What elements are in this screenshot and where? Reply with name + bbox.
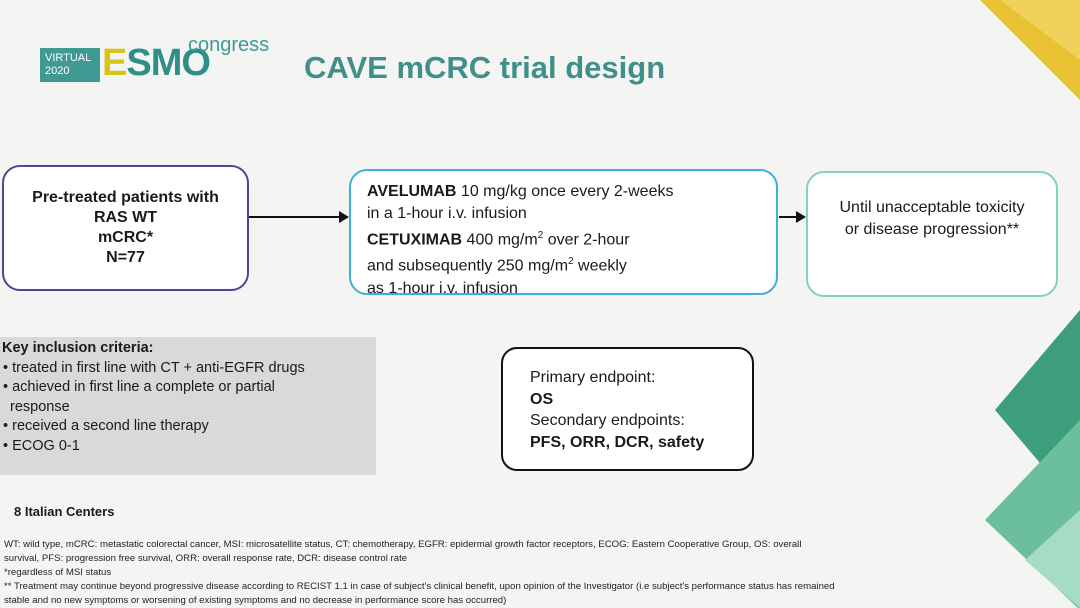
footnote-line: WT: wild type, mCRC: metastatic colorect…	[4, 539, 802, 550]
logo-esmo-text: ESMO	[102, 42, 211, 85]
primary-endpoint-value: OS	[530, 390, 554, 408]
inclusion-criteria-list: • treated in first line with CT + anti-E…	[2, 359, 376, 457]
outcome-box: Until unacceptable toxicity or disease p…	[806, 171, 1058, 297]
inclusion-criteria-panel: Key inclusion criteria: • treated in fir…	[0, 337, 376, 475]
outcome-line: Until unacceptable toxicity	[839, 199, 1025, 216]
footnote-line: stable and no new symptoms or worsening …	[4, 595, 507, 606]
drug2-duration: over 2-hour	[543, 231, 630, 249]
centers-note: 8 Italian Centers	[14, 504, 115, 519]
esmo-virtual-congress-logo: VIRTUAL 2020 ESMO congress	[40, 34, 269, 86]
treatment-line-5: as 1-hour i.v. infusion	[367, 279, 518, 297]
footnote-line: *regardless of MSI status	[4, 567, 112, 578]
superscript: 2	[568, 256, 574, 268]
logo-esmo-rest: SMO	[126, 42, 211, 84]
arrow-population-to-treatment	[249, 211, 349, 223]
secondary-endpoints-label: Secondary endpoints:	[530, 412, 685, 429]
criteria-text: achieved in first line a complete or par…	[10, 379, 275, 415]
treatment-line-3: CETUXIMAB 400 mg/m2 over 2-hour	[367, 225, 776, 251]
outcome-line: or disease progression**	[844, 221, 1020, 238]
population-line: RAS WT	[93, 209, 158, 226]
population-box: Pre-treated patients with RAS WT mCRC* N…	[2, 165, 249, 291]
primary-endpoint-label: Primary endpoint:	[530, 369, 656, 386]
criteria-text: ECOG 0-1	[12, 437, 80, 454]
drug1-name: AVELUMAB	[367, 183, 457, 200]
footnotes: WT: wild type, mCRC: metastatic colorect…	[4, 538, 1074, 608]
arrow-treatment-to-outcome	[779, 211, 806, 223]
criteria-item: • ECOG 0-1	[3, 437, 80, 454]
drug1-dose: 10 mg/kg once every 2-weeks	[456, 183, 674, 200]
endpoints-box: Primary endpoint: OS Secondary endpoints…	[501, 347, 754, 471]
maintenance-frequency: weekly	[573, 257, 627, 275]
treatment-line-4: and subsequently 250 mg/m2 weekly	[367, 251, 776, 277]
criteria-text: received a second line therapy	[12, 418, 209, 434]
criteria-item: • received a second line therapy	[3, 418, 209, 434]
criteria-item: • achieved in first line a complete or p…	[3, 379, 275, 415]
corner-decoration-bottom	[985, 310, 1080, 608]
population-line: Pre-treated patients with	[32, 189, 219, 206]
treatment-line-2: in a 1-hour i.v. infusion	[367, 205, 527, 222]
treatment-box: AVELUMAB 10 mg/kg once every 2-weeks in …	[349, 169, 778, 297]
logo-virtual-text: VIRTUAL	[45, 52, 92, 64]
secondary-endpoints-value: PFS, ORR, DCR, safety	[530, 433, 705, 451]
footnote-line: ** Treatment may continue beyond progres…	[4, 581, 835, 592]
criteria-text: treated in first line with CT + anti-EGF…	[12, 359, 305, 376]
logo-virtual-badge: VIRTUAL 2020	[40, 48, 100, 82]
population-line: N=77	[106, 249, 145, 266]
drug2-dose: 400 mg/m	[462, 231, 538, 249]
footnote-line: survival, PFS: progression free survival…	[4, 553, 408, 564]
logo-year-text: 2020	[45, 65, 70, 77]
logo-congress-text: congress	[188, 34, 270, 56]
corner-decoration-top	[980, 0, 1080, 100]
treatment-line-1: AVELUMAB 10 mg/kg once every 2-weeks	[367, 181, 776, 203]
inclusion-criteria-heading: Key inclusion criteria:	[2, 340, 154, 356]
maintenance-dose: and subsequently 250 mg/m	[367, 257, 569, 275]
criteria-item: • treated in first line with CT + anti-E…	[3, 359, 305, 376]
superscript: 2	[537, 230, 544, 241]
slide-title: CAVE mCRC trial design	[304, 50, 666, 85]
drug2-name: CETUXIMAB	[367, 231, 463, 249]
logo-esmo-e: E	[102, 42, 127, 84]
population-line: mCRC*	[97, 229, 154, 246]
